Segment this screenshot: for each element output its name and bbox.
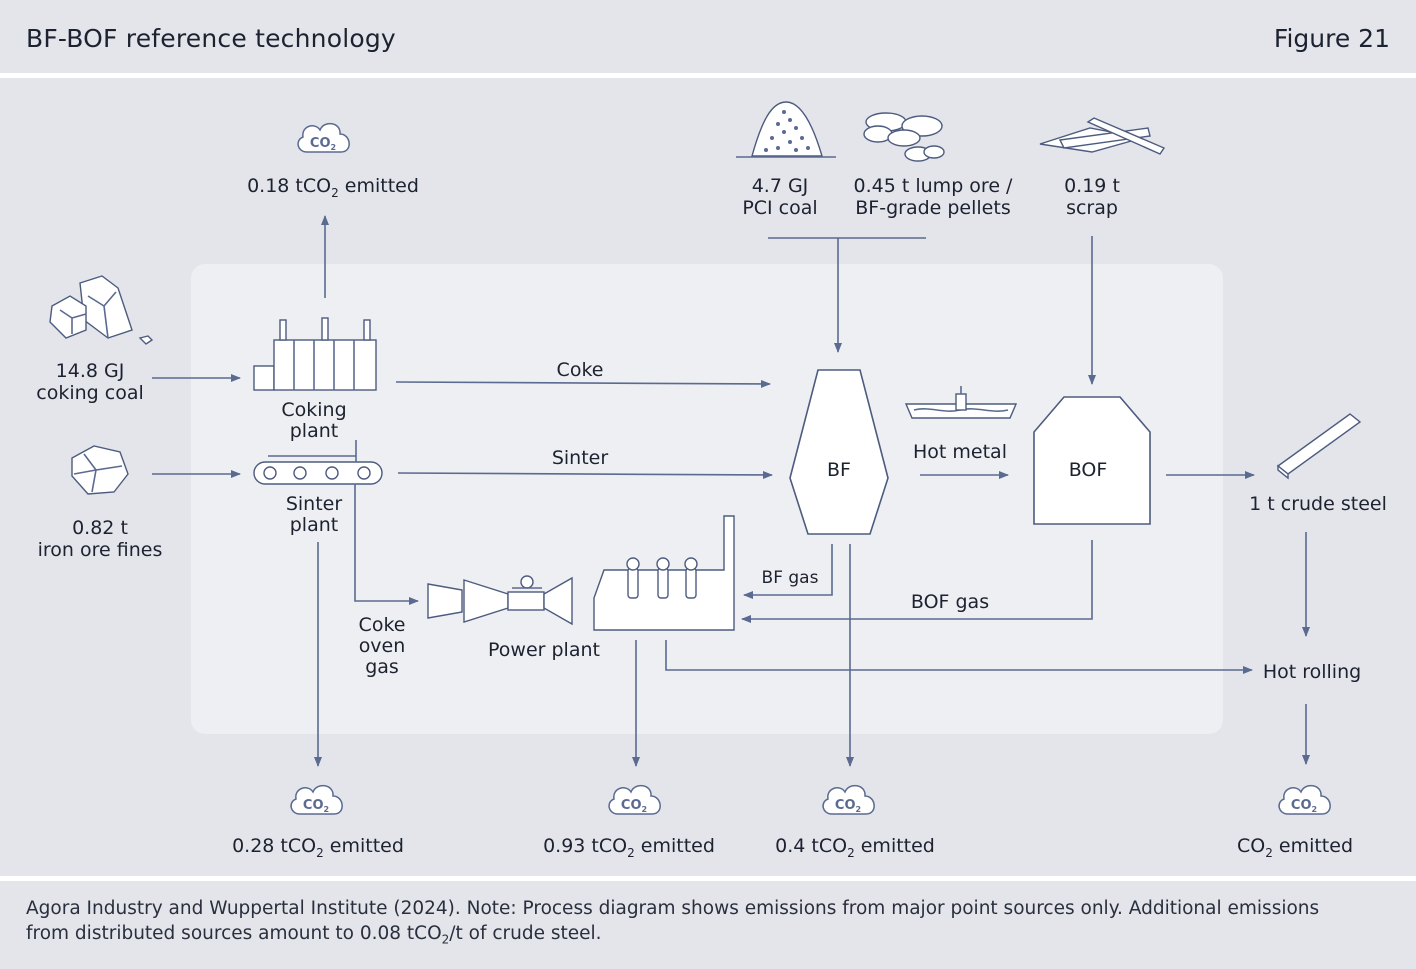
bof-shape bbox=[1033, 396, 1151, 525]
process-diagram: 14.8 GJ coking coal 0.82 t iron ore fine… bbox=[36, 101, 1387, 860]
co2-cloud-icon: CO2 bbox=[1278, 784, 1331, 815]
iron-ore-amount: 0.82 t bbox=[72, 517, 128, 539]
lump-ore-amount: 0.45 t lump ore / bbox=[854, 175, 1014, 197]
coke-flow-label: Coke bbox=[557, 359, 604, 381]
sinter-plant-label-1: Sinter bbox=[286, 493, 343, 515]
coking-emissions-label: 0.18 tCO2 emitted bbox=[247, 175, 419, 200]
pellets-icon bbox=[863, 112, 945, 162]
coking-coal-label: coking coal bbox=[36, 382, 144, 404]
sinter-plant-label-2: plant bbox=[290, 514, 338, 536]
footer-rule bbox=[0, 876, 1416, 881]
crude-steel-icon bbox=[1276, 413, 1362, 480]
iron-ore-label: iron ore fines bbox=[38, 539, 163, 561]
scrap-icon bbox=[1039, 117, 1166, 155]
sinter-plant-icon bbox=[253, 440, 383, 485]
flow-coke-oven-gas bbox=[354, 484, 419, 605]
coke-oven-gas-label-1: Coke bbox=[359, 614, 406, 636]
pci-coal-amount: 4.7 GJ bbox=[752, 175, 809, 197]
svg-text:CO2: CO2 bbox=[621, 798, 647, 814]
crude-steel-label: 1 t crude steel bbox=[1249, 493, 1387, 515]
sinter-emissions-label: 0.28 tCO2 emitted bbox=[232, 835, 404, 860]
coking-coal-amount: 14.8 GJ bbox=[56, 360, 125, 382]
iron-ore-icon bbox=[71, 445, 129, 495]
bof-label: BOF bbox=[1069, 459, 1108, 481]
scrap-label: scrap bbox=[1066, 197, 1118, 219]
bf-emissions-label: 0.4 tCO2 emitted bbox=[775, 835, 935, 860]
rolling-emissions-label: CO2 emitted bbox=[1237, 835, 1353, 860]
flow-bof-gas bbox=[741, 540, 1093, 623]
bof-gas-label: BOF gas bbox=[911, 591, 989, 613]
coking-plant-icon bbox=[253, 317, 377, 391]
svg-text:CO2: CO2 bbox=[1291, 798, 1317, 814]
flow-sinter bbox=[397, 470, 773, 479]
flow-bf-gas bbox=[743, 544, 833, 599]
coking-coal-icon bbox=[49, 275, 154, 345]
lump-ore-label: BF-grade pellets bbox=[855, 197, 1010, 219]
svg-text:CO2: CO2 bbox=[835, 798, 861, 814]
coke-oven-gas-label-2: oven bbox=[359, 635, 406, 657]
co2-cloud-icon: CO2 bbox=[297, 122, 350, 153]
hot-metal-ladle-icon bbox=[904, 386, 1018, 419]
source-note-line-1: Agora Industry and Wuppertal Institute (… bbox=[26, 898, 1320, 919]
pci-coal-label: PCI coal bbox=[742, 197, 817, 219]
co2-cloud-icon: CO2 bbox=[822, 784, 875, 815]
figure-number: Figure 21 bbox=[1273, 23, 1390, 53]
flow-power-to-rolling bbox=[665, 640, 1253, 674]
scrap-amount: 0.19 t bbox=[1064, 175, 1120, 197]
figure-header: BF-BOF reference technology Figure 21 bbox=[0, 0, 1416, 76]
hot-metal-label: Hot metal bbox=[913, 441, 1007, 463]
source-note: Agora Industry and Wuppertal Institute (… bbox=[26, 896, 1396, 953]
power-plant-turbine-icon bbox=[427, 575, 573, 626]
co2-cloud-icon: CO2 bbox=[608, 784, 661, 815]
coking-plant-label-2: plant bbox=[290, 420, 338, 442]
bf-gas-label: BF gas bbox=[762, 568, 819, 588]
header-rule bbox=[0, 73, 1416, 78]
power-plant-label: Power plant bbox=[488, 639, 600, 661]
blast-furnace-label: BF bbox=[827, 459, 851, 481]
svg-text:CO2: CO2 bbox=[303, 798, 329, 814]
hot-rolling-label: Hot rolling bbox=[1263, 661, 1361, 683]
sinter-flow-label: Sinter bbox=[552, 447, 609, 469]
source-note-line-2: from distributed sources amount to 0.08 … bbox=[26, 923, 602, 947]
pci-coal-icon bbox=[736, 101, 836, 158]
blast-furnace-shape bbox=[789, 369, 889, 535]
power-emissions-label: 0.93 tCO2 emitted bbox=[543, 835, 715, 860]
coke-oven-gas-label-3: gas bbox=[365, 656, 399, 678]
svg-text:CO2: CO2 bbox=[310, 136, 336, 152]
coking-plant-label-1: Coking bbox=[281, 399, 346, 421]
figure-title: BF-BOF reference technology bbox=[26, 23, 396, 53]
flow-coke bbox=[395, 379, 771, 388]
co2-cloud-icon: CO2 bbox=[290, 784, 343, 815]
power-plant-factory-icon bbox=[593, 515, 735, 631]
